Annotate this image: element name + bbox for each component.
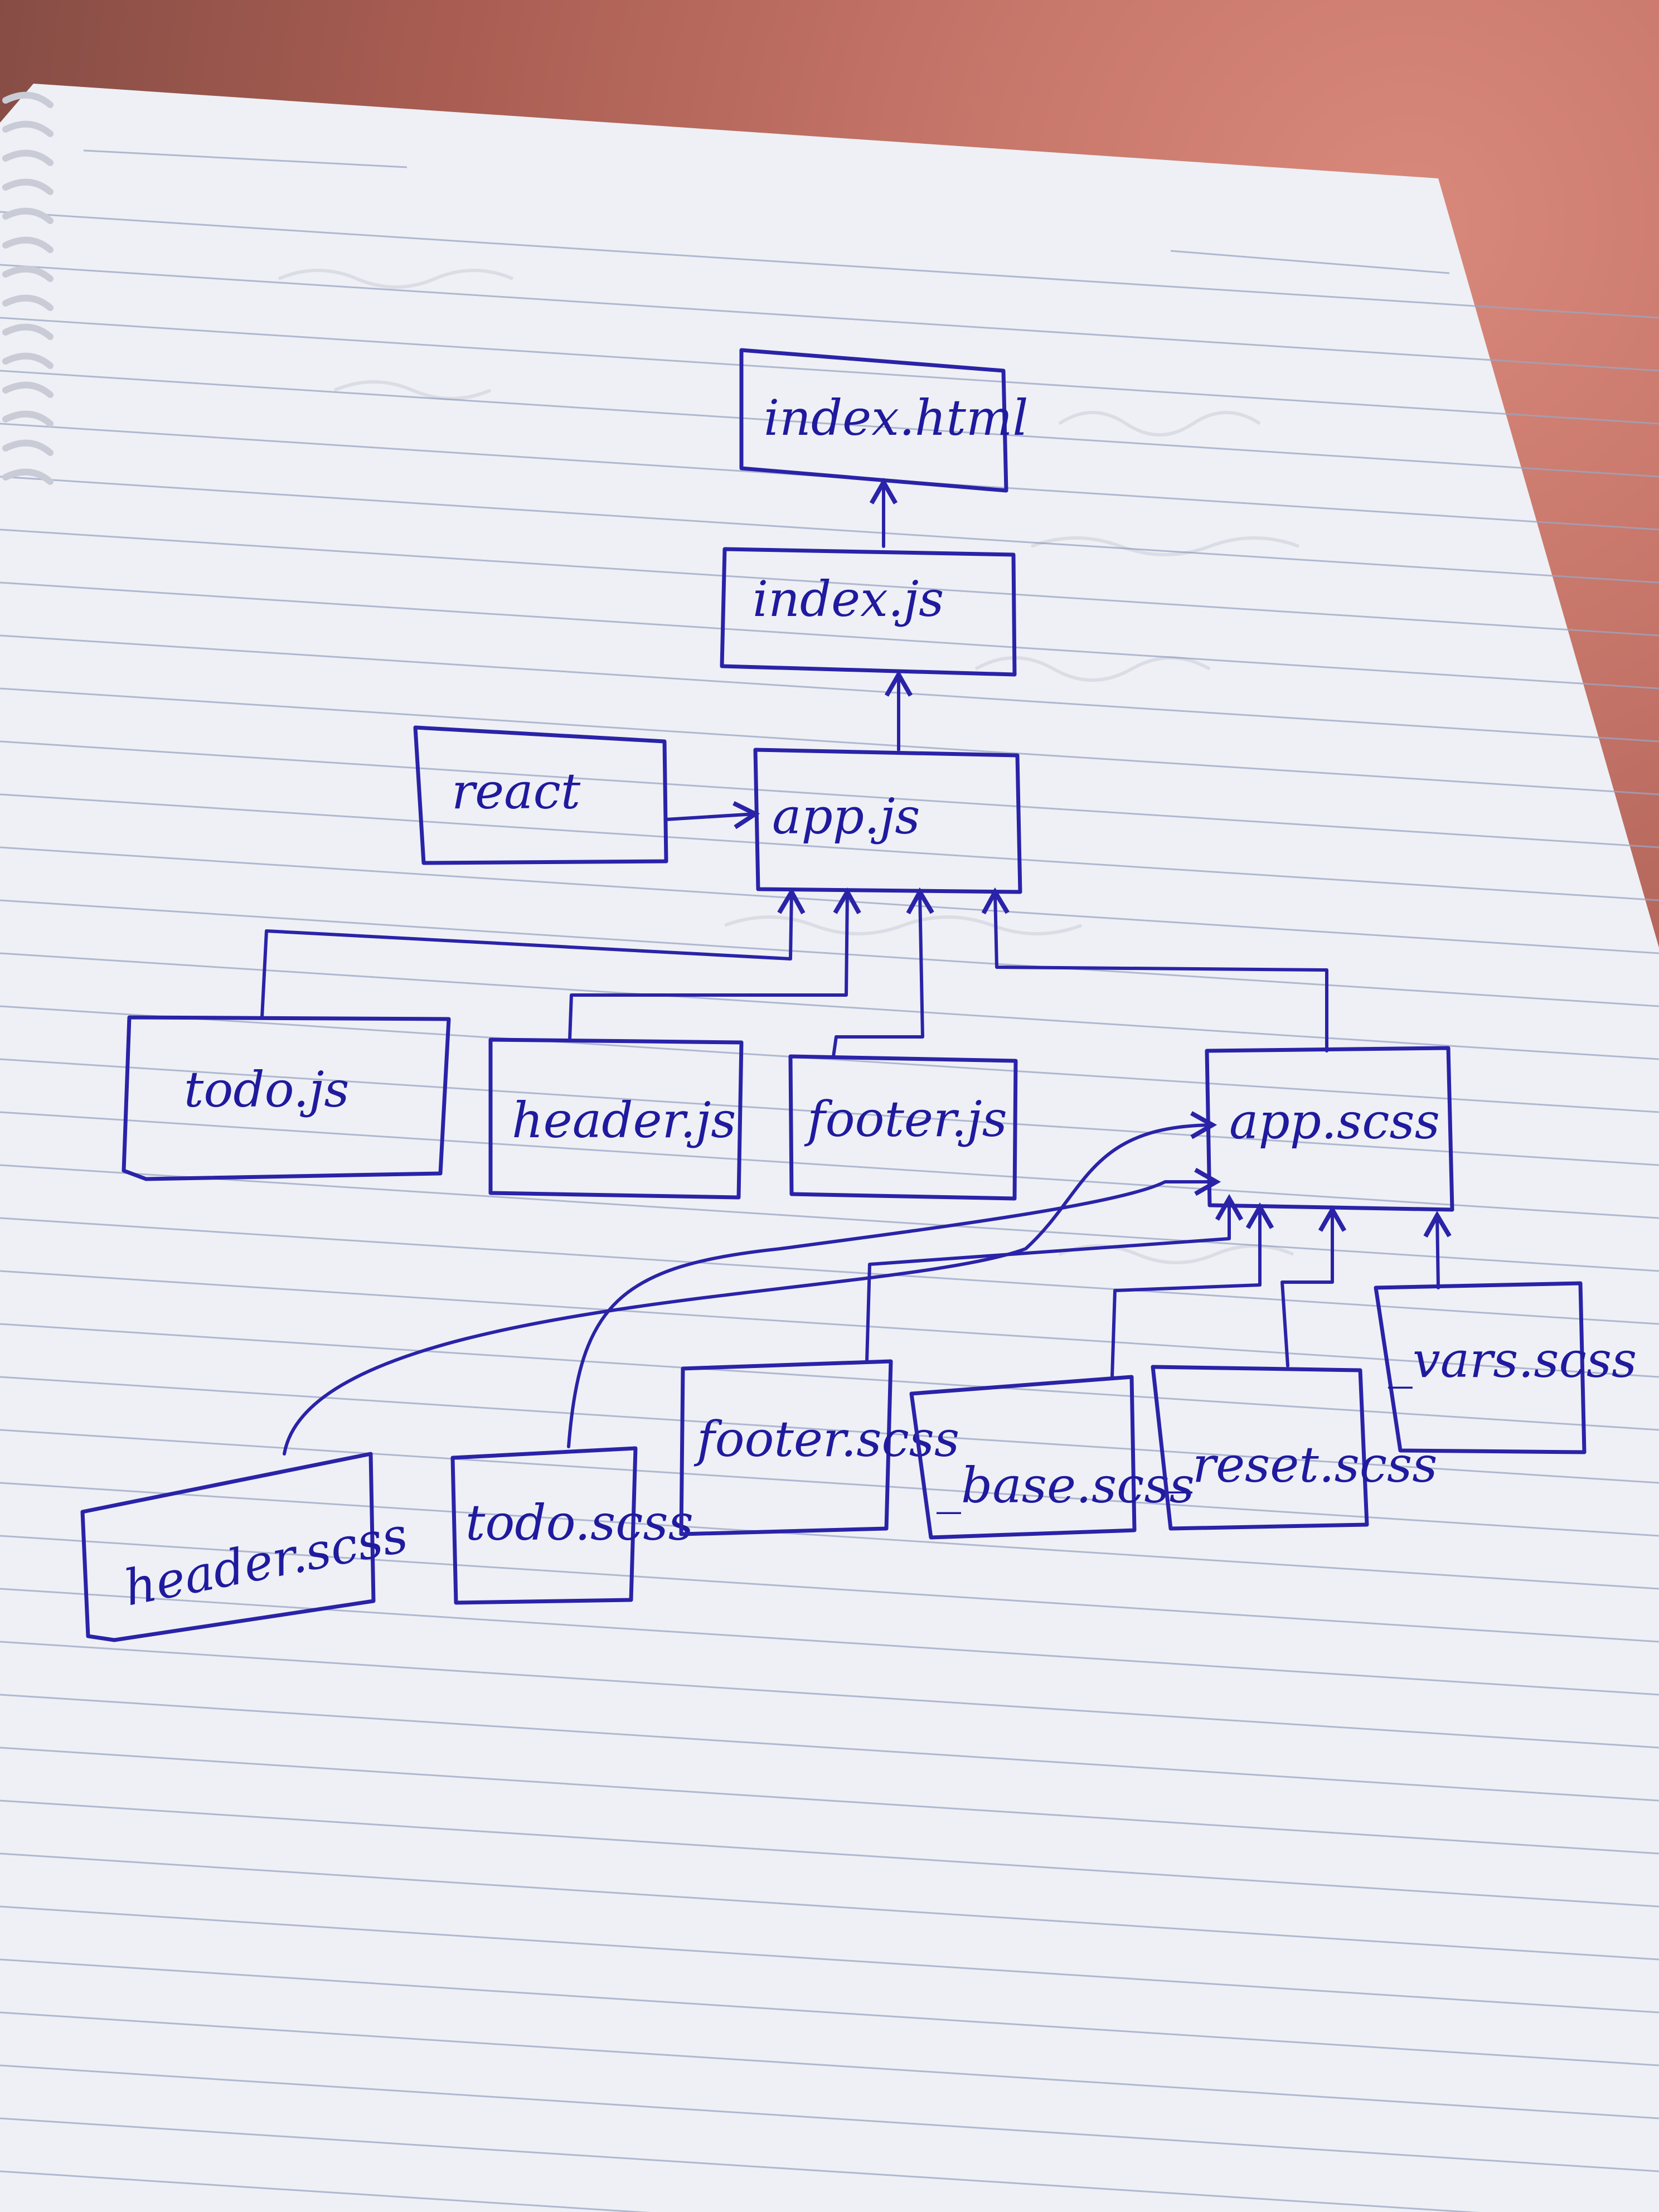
ruled-line — [0, 952, 1659, 1060]
ruled-line — [0, 1429, 1659, 1537]
spiral-ring — [2, 265, 54, 282]
ruled-line — [0, 1905, 1659, 2014]
node-app-js: app.js — [753, 748, 1022, 894]
ruled-line — [0, 1588, 1659, 1696]
ruled-line — [0, 1270, 1659, 1378]
ruled-line — [0, 793, 1659, 901]
node-base-scss: _base.scss — [909, 1375, 1195, 1540]
ruled-line — [0, 740, 1659, 848]
spiral-ring — [2, 149, 54, 166]
paper-sheet — [0, 84, 1659, 2212]
ruled-line — [1170, 250, 1450, 274]
ruled-line — [0, 687, 1659, 795]
ruled-line — [0, 2064, 1659, 2172]
ruled-line — [0, 1323, 1659, 1431]
spiral-ring — [2, 439, 54, 456]
node-footer-js-label: footer.js — [804, 1090, 1007, 1148]
ruled-line — [0, 1694, 1659, 1802]
spiral-ring — [2, 236, 54, 253]
spiral-ring — [2, 207, 54, 224]
node-index-html-label: index.html — [764, 389, 1028, 447]
spiral-ring — [2, 91, 54, 108]
ruled-line — [0, 1217, 1659, 1325]
node-reset-scss: _reset.scss — [1151, 1365, 1437, 1531]
node-header-js-label: header.js — [512, 1092, 736, 1149]
ruled-line — [0, 1164, 1659, 1272]
node-vars-scss-label: _vars.scss — [1388, 1331, 1637, 1389]
ruled-line — [0, 2011, 1659, 2119]
spiral-ring — [2, 323, 54, 340]
node-todo-scss-label: todo.scss — [465, 1494, 693, 1551]
spiral-ring — [2, 468, 54, 485]
ruled-line — [0, 1958, 1659, 2067]
spiral-ring — [2, 294, 54, 311]
node-reset-scss-label: _reset.scss — [1168, 1436, 1437, 1493]
node-vars-scss: _vars.scss — [1374, 1281, 1637, 1454]
spiral-ring — [2, 410, 54, 427]
ruled-line — [0, 1111, 1659, 1219]
edge-react-to-app-js — [664, 801, 760, 830]
edge-app-scss-to-app-js — [981, 887, 1328, 1052]
node-todo-scss: todo.scss — [450, 1446, 693, 1605]
node-todo-js: todo.js — [122, 1015, 451, 1181]
ruled-line — [0, 528, 1659, 637]
ruled-line — [0, 581, 1659, 690]
ruled-line — [0, 370, 1659, 478]
ruled-line — [0, 2170, 651, 2212]
node-index-html: index.html — [739, 348, 1028, 493]
node-app-js-label: app.js — [772, 788, 920, 845]
ruled-line — [0, 476, 1659, 584]
bleed-through-marks — [278, 269, 1300, 1264]
ruled-line — [0, 1799, 1659, 1908]
edge-reset-scss-to-app-scss — [1280, 1205, 1347, 1367]
node-app-scss: app.scss — [1205, 1046, 1454, 1212]
ruled-line — [0, 1535, 1659, 1643]
spiral-ring — [2, 381, 54, 398]
node-index-js-label: index.js — [753, 570, 944, 628]
edge-header-scss-to-app-scss — [283, 1111, 1217, 1456]
edge-base-scss-to-app-scss — [1110, 1202, 1274, 1379]
spiral-ring — [2, 352, 54, 369]
node-react: react — [413, 725, 668, 865]
node-todo-js-label: todo.js — [184, 1061, 350, 1118]
ruled-line — [0, 634, 1659, 743]
ruled-line — [0, 211, 1659, 319]
node-footer-js: footer.js — [788, 1054, 1018, 1201]
ruled-line — [83, 149, 408, 168]
edge-todo-scss-to-app-scss — [567, 1167, 1221, 1448]
ruled-line — [0, 264, 1659, 372]
edge-header-js-to-app-js — [568, 887, 861, 1041]
edge-footer-js-to-app-js — [832, 887, 934, 1058]
node-header-js: header.js — [488, 1037, 744, 1200]
ruled-line — [0, 899, 1659, 1007]
spiral-ring — [2, 120, 54, 137]
edge-todo-js-to-app-js — [260, 887, 806, 1019]
ruled-line — [0, 1747, 1659, 1855]
edge-vars-scss-to-app-scss — [1423, 1210, 1452, 1289]
node-react-label: react — [452, 763, 581, 820]
ruled-line — [0, 1005, 1659, 1113]
ruled-line — [0, 1482, 1659, 1590]
spiral-ring — [2, 178, 54, 195]
ruled-line — [0, 1058, 1659, 1166]
ruled-lines — [0, 149, 1659, 2212]
node-index-js: index.js — [720, 547, 1017, 677]
ruled-line — [0, 2117, 1480, 2212]
edge-footer-scss-to-app-scss — [865, 1194, 1244, 1363]
node-base-scss-label: _base.scss — [937, 1457, 1195, 1514]
ruled-line — [0, 1852, 1659, 1961]
edges — [260, 477, 1452, 1456]
ruled-line — [0, 317, 1659, 425]
node-app-scss-label: app.scss — [1229, 1093, 1440, 1150]
ruled-line — [0, 1641, 1659, 1749]
spiral-binding — [2, 91, 54, 485]
ruled-line — [0, 1376, 1659, 1484]
ruled-line — [0, 846, 1659, 954]
